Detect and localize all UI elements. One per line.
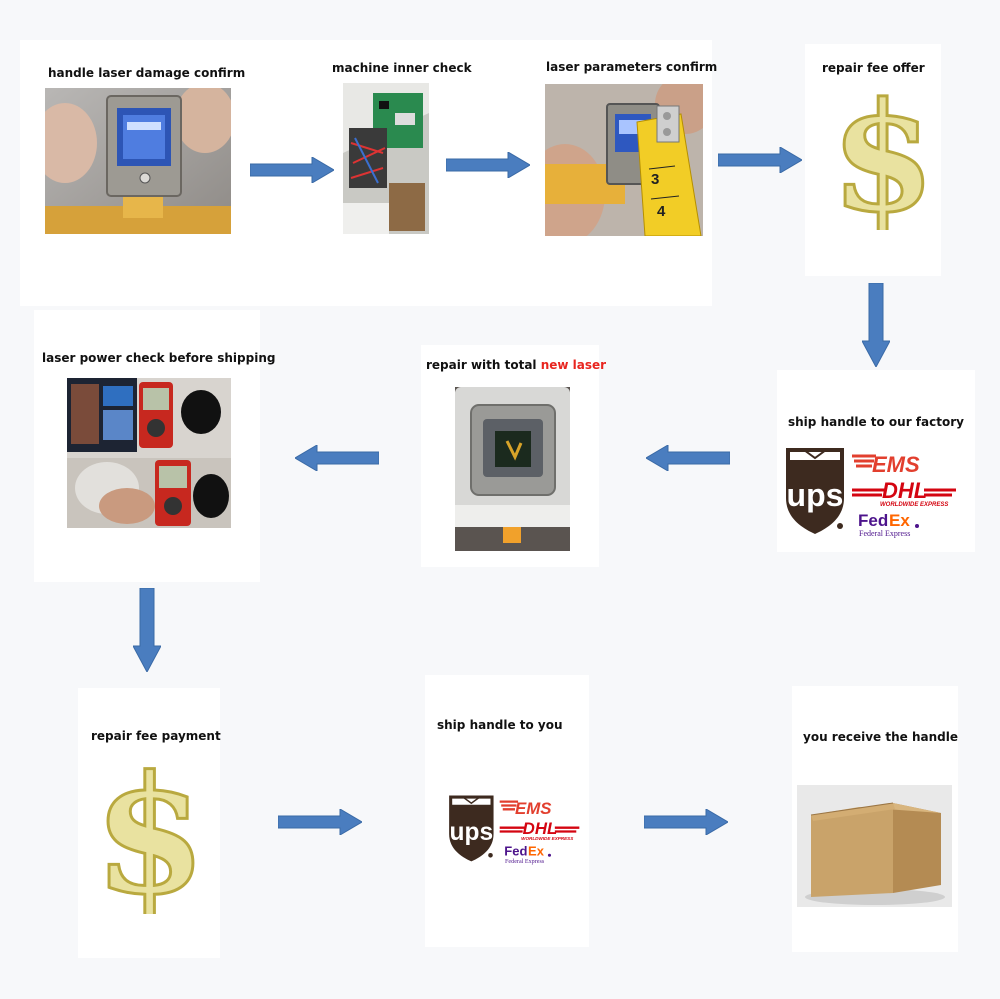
svg-text:Federal Express: Federal Express bbox=[859, 529, 910, 538]
step9-label: ship handle to you bbox=[437, 718, 563, 732]
step8-label: repair fee payment bbox=[91, 729, 221, 743]
step3-photo-laser-parameters: 3 4 bbox=[545, 84, 703, 236]
svg-text:WORLDWIDE EXPRESS: WORLDWIDE EXPRESS bbox=[521, 836, 573, 841]
svg-text:WORLDWIDE EXPRESS: WORLDWIDE EXPRESS bbox=[880, 502, 948, 508]
svg-text:Ex: Ex bbox=[889, 511, 910, 530]
svg-text:3: 3 bbox=[651, 171, 659, 188]
step8-panel bbox=[78, 688, 220, 958]
fedex-logo-icon: Fed Ex Federal Express bbox=[504, 843, 551, 865]
svg-text:$: $ bbox=[102, 754, 198, 914]
arrow-step5-to-step6 bbox=[646, 445, 730, 471]
svg-text:ups: ups bbox=[787, 477, 844, 513]
svg-text:ups: ups bbox=[450, 819, 494, 846]
svg-text:DHL: DHL bbox=[523, 819, 558, 838]
svg-text:Fed: Fed bbox=[504, 843, 527, 858]
svg-text:Federal Express: Federal Express bbox=[505, 859, 545, 865]
dhl-logo-icon: DHL WORLDWIDE EXPRESS bbox=[499, 819, 580, 841]
step8-dollar-icon: $ bbox=[102, 754, 198, 914]
arrow-step3-to-step4 bbox=[718, 147, 802, 173]
step3-label: laser parameters confirm bbox=[546, 60, 718, 74]
arrow-step8-to-step9 bbox=[278, 809, 362, 835]
step7-label: laser power check before shipping bbox=[42, 351, 276, 365]
ems-logo-icon: EMS bbox=[852, 452, 920, 477]
arrow-step1-to-step2 bbox=[250, 157, 334, 183]
dhl-logo-icon: DHL WORLDWIDE EXPRESS bbox=[852, 478, 956, 508]
step5-label: ship handle to our factory bbox=[788, 415, 964, 429]
svg-text:$: $ bbox=[836, 82, 930, 230]
step5-carrier-logos: ups EMS DHL WORLDWIDE EXPRESS Fed Ex Fed… bbox=[784, 446, 960, 540]
arrow-step4-to-step5 bbox=[862, 283, 890, 367]
step4-label: repair fee offer bbox=[822, 61, 925, 75]
step6-label: repair with total new laser bbox=[426, 358, 606, 372]
arrow-step6-to-step7 bbox=[295, 445, 379, 471]
svg-text:EMS: EMS bbox=[515, 799, 552, 818]
arrow-step2-to-step3 bbox=[446, 152, 530, 178]
fedex-logo-icon: Fed Ex Federal Express bbox=[858, 511, 919, 538]
arrow-step7-to-step8 bbox=[133, 588, 161, 672]
step10-label: you receive the handle bbox=[803, 730, 958, 744]
step6-label-highlight: new laser bbox=[540, 358, 607, 372]
ems-logo-icon: EMS bbox=[499, 799, 552, 818]
step10-photo-box bbox=[797, 785, 952, 907]
step6-label-text: repair with total bbox=[426, 358, 541, 372]
arrow-step9-to-step10 bbox=[644, 809, 728, 835]
step9-carrier-logos: ups EMS DHL WORLDWIDE EXPRESS Fed Ex Fed… bbox=[445, 794, 585, 866]
svg-text:EMS: EMS bbox=[872, 452, 920, 477]
svg-text:DHL: DHL bbox=[882, 478, 927, 503]
step4-panel bbox=[805, 44, 941, 276]
ups-logo-icon: ups bbox=[786, 448, 844, 534]
step2-photo-machine-inner bbox=[343, 83, 429, 234]
step6-photo-new-laser bbox=[455, 387, 570, 551]
step7-photo-power-check bbox=[67, 378, 231, 528]
step1-photo-laser-damage bbox=[45, 88, 231, 234]
svg-text:Fed: Fed bbox=[858, 511, 888, 530]
ups-logo-icon: ups bbox=[449, 795, 494, 862]
step2-label: machine inner check bbox=[332, 61, 472, 75]
step4-dollar-icon: $ bbox=[836, 82, 930, 230]
step1-label: handle laser damage confirm bbox=[48, 66, 246, 80]
svg-text:4: 4 bbox=[657, 203, 666, 220]
svg-text:Ex: Ex bbox=[528, 843, 545, 858]
